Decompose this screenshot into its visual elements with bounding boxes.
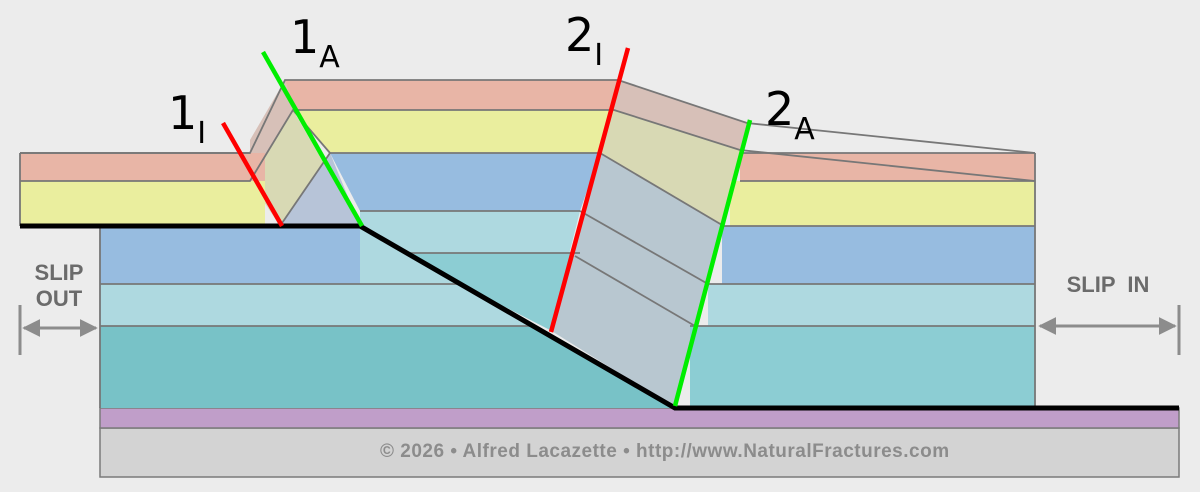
forelimb-yellow [600, 110, 740, 225]
leading-yellow [730, 181, 1035, 226]
slip-out-label: SLIP OUT [22, 260, 96, 312]
slip-out-line2: OUT [35, 286, 83, 311]
upper-yellow [293, 110, 614, 153]
footwall-blue-layer [100, 226, 360, 284]
upper-salmon [285, 80, 618, 110]
axial-surface-2-inactive [548, 47, 631, 333]
axial-surface-1-inactive [221, 121, 284, 228]
leading-light-cyan [708, 284, 1035, 326]
footwall-light-cyan-layer [100, 284, 530, 326]
forelimb-blue [550, 153, 722, 408]
slip-in-arrow [1038, 305, 1181, 355]
forelimb-salmon [614, 80, 747, 150]
backlimb-blue [280, 153, 360, 226]
label-2-inactive-sub: I [594, 38, 604, 73]
label-1-inactive-main: 1 [168, 86, 198, 140]
bed-boundaries [19, 79, 1036, 408]
label-2-active-main: 2 [765, 82, 795, 136]
upper-blue [330, 153, 600, 211]
slip-out-line1: SLIP [34, 260, 84, 285]
label-2-inactive-main: 2 [565, 8, 595, 62]
ramp-teal [410, 253, 580, 330]
label-1-active-main: 1 [290, 10, 320, 64]
label-2-active: 2A [765, 86, 815, 145]
label-1-active-sub: A [319, 40, 340, 75]
label-2-inactive: 2I [565, 12, 603, 71]
trailing-yellow [20, 181, 265, 226]
axial-surface-2-active [672, 119, 753, 407]
fault-trace [20, 223, 1179, 411]
purple-layer [99, 407, 1180, 429]
leading-teal [690, 326, 1035, 408]
leading-blue [722, 226, 1035, 284]
label-1-inactive-sub: I [197, 116, 207, 151]
label-1-inactive: 1I [168, 90, 206, 149]
label-1-active: 1A [290, 14, 340, 73]
label-2-active-sub: A [794, 112, 815, 147]
axial-surface-1-active [261, 50, 364, 228]
footwall-deep-teal-layer [100, 326, 675, 408]
slip-in-label: SLIP IN [1066, 272, 1150, 297]
basement-block [99, 427, 1180, 478]
slip-out-arrow [18, 305, 98, 355]
trailing-salmon [20, 153, 265, 181]
copyright-notice: © 2026 • Alfred Lacazette • http://www.N… [380, 441, 950, 462]
